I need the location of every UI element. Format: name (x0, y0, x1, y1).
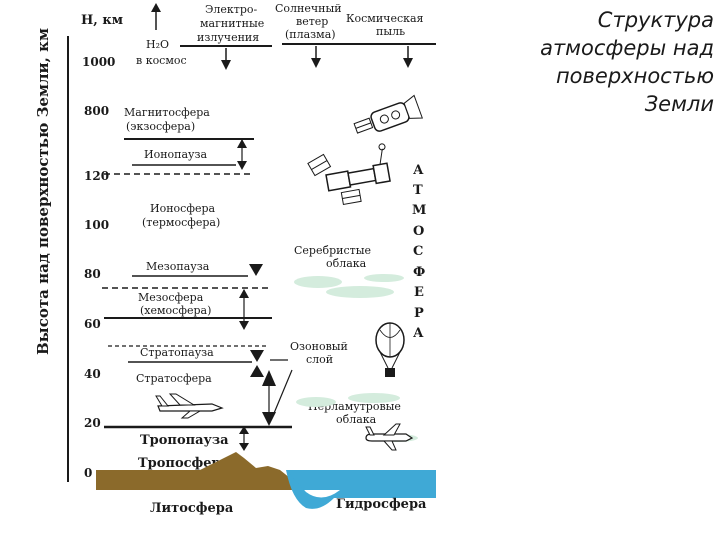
atm-letter-8: Р (414, 306, 424, 321)
cosmic-dust-line2: пыль (376, 25, 405, 38)
atm-letter-2: Т (413, 183, 423, 198)
satellite-icon (353, 94, 424, 134)
magnetosphere-sub: (экзосфера) (126, 120, 195, 133)
hydrosphere-label: Гидросфера (336, 497, 427, 512)
ozone-label-line2: слой (306, 353, 333, 366)
troposphere-arrow (262, 370, 276, 426)
lithosphere-ground (96, 452, 300, 490)
mesosphere-label: Мезосфера (138, 291, 204, 304)
h2o-arrow (151, 3, 161, 30)
em-arrow (221, 48, 231, 70)
noctilucent-label-line2: облака (326, 257, 367, 270)
sea-floor (286, 470, 436, 509)
solar-wind-line2: ветер (296, 15, 328, 28)
mesosphere-sub: (хемосфера) (140, 304, 211, 317)
mesopause-label: Мезопауза (146, 260, 210, 273)
title-line-4: Земли (644, 92, 714, 116)
noctilucent-label-line1: Серебристые (294, 244, 371, 257)
atm-letter-6: Ф (413, 265, 425, 280)
solar-wind-line1: Солнечный (275, 2, 342, 15)
em-radiation-line1: Электро- (205, 3, 258, 16)
lithosphere-label: Литосфера (150, 501, 234, 516)
to-space-label: в космос (136, 54, 187, 67)
axis-unit: H, км (81, 13, 123, 28)
space-station-icon (307, 143, 391, 205)
fighter-jet-icon (155, 393, 224, 419)
ionopause-label: Ионопауза (144, 148, 208, 161)
atm-letter-1: А (413, 163, 424, 178)
stratosphere-arrow (250, 365, 264, 377)
ionosphere-label: Ионосфера (150, 202, 215, 215)
cosmic-dust-arrow (403, 46, 413, 68)
ionopause-arrow (237, 139, 247, 170)
stratosphere-label: Стратосфера (136, 372, 212, 385)
tick-20: 20 (84, 416, 101, 430)
title-line-2: атмосферы над (540, 36, 714, 60)
axis-ylabel: Высота над поверхностью Земли, км (34, 28, 52, 355)
balloon-icon (375, 322, 405, 377)
stratopause-label: Стратопауза (140, 346, 214, 359)
tick-60: 60 (84, 317, 101, 331)
tropopause-arrow (239, 426, 249, 451)
solar-wind-line3: (плазма) (285, 28, 336, 41)
mesopause-arrow (249, 264, 263, 276)
slide-title: Структура атмосферы над поверхностью Зем… (488, 6, 714, 118)
tick-80: 80 (84, 267, 101, 281)
tropopause-label: Тропопауза (140, 433, 229, 448)
tick-0: 0 (84, 466, 92, 480)
mesosphere-arrow (239, 289, 249, 330)
atm-letter-5: С (413, 244, 423, 259)
atm-letter-3: М (412, 203, 426, 218)
atm-letter-9: А (413, 326, 424, 341)
nacreous-label-line2: облака (336, 413, 377, 426)
title-line-3: поверхностью (555, 64, 714, 88)
cosmic-dust-line1: Космическая (346, 12, 424, 25)
airliner-icon (365, 423, 414, 451)
atm-letter-7: Е (414, 285, 424, 300)
ozone-label-line1: Озоновый (290, 340, 348, 353)
title-line-1: Структура (597, 8, 714, 32)
h2o-label: H₂O (146, 38, 169, 51)
em-radiation-line2: магнитные (200, 17, 264, 30)
ionosphere-sub: (термосфера) (142, 216, 220, 229)
tick-40: 40 (84, 367, 101, 381)
tick-1000: 1000 (82, 55, 115, 69)
tick-800: 800 (84, 104, 109, 118)
ozone-pointer (271, 369, 293, 419)
tick-100: 100 (84, 218, 109, 232)
solar-wind-arrow (311, 46, 321, 68)
noctilucent-cloud (294, 274, 404, 298)
em-radiation-line3: излучения (197, 31, 259, 44)
atm-letter-4: О (413, 224, 424, 239)
stratopause-arrow (250, 350, 264, 362)
tick-120: 120 (84, 169, 109, 183)
magnetosphere-label: Магнитосфера (124, 106, 210, 119)
hydrosphere-water (286, 470, 436, 490)
